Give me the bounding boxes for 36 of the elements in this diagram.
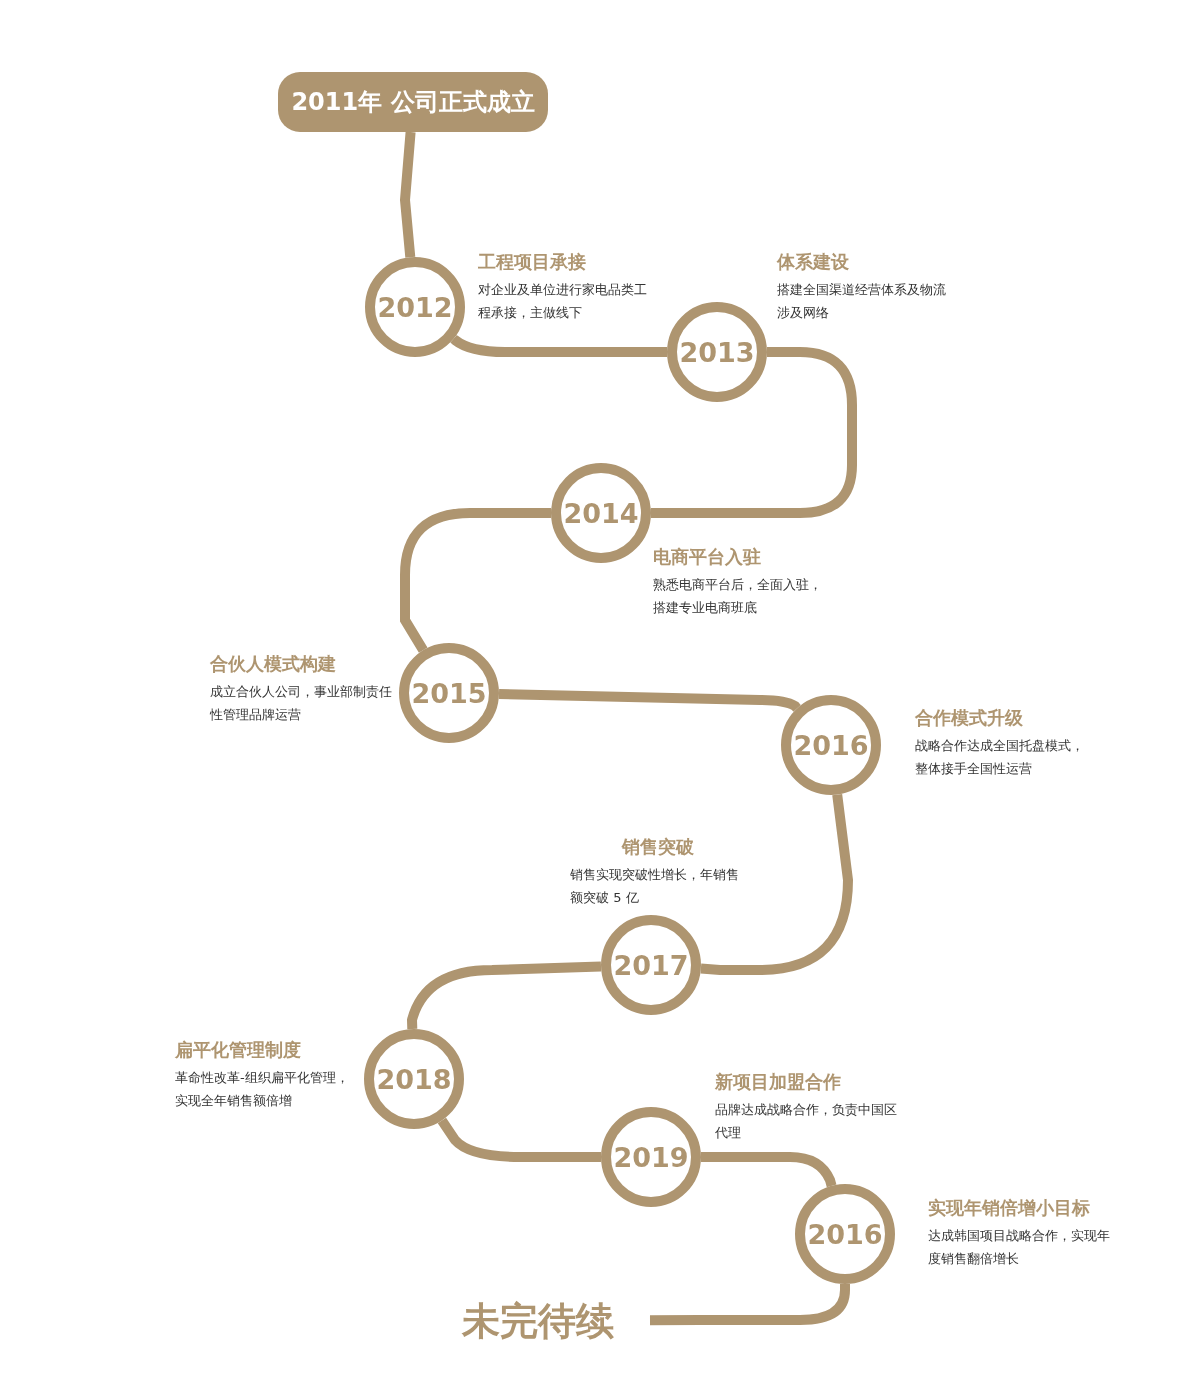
year-label: 2017 xyxy=(613,949,689,981)
road-connector xyxy=(651,347,857,518)
milestone-heading: 销售突破 xyxy=(620,835,695,859)
road-connector xyxy=(400,131,416,258)
milestone-description: 成立合伙人公司，事业部制责任性管理品牌运营 xyxy=(210,683,393,724)
year-label: 2016 xyxy=(807,1218,883,1250)
road-connector xyxy=(700,793,853,975)
milestone-heading: 工程项目承接 xyxy=(478,250,586,274)
milestone-heading: 新项目加盟合作 xyxy=(715,1070,841,1094)
year-label: 2015 xyxy=(411,677,487,709)
year-label: 2012 xyxy=(377,291,453,323)
year-label: 2016 xyxy=(793,729,869,761)
milestone-description: 搭建全国渠道经营体系及物流涉及网络 xyxy=(777,281,947,322)
milestone-heading: 电商平台入驻 xyxy=(653,545,761,569)
milestone-description: 熟悉电商平台后，全面入驻，搭建专业电商班底 xyxy=(653,576,823,617)
milestone-heading: 合伙人模式构建 xyxy=(210,652,336,676)
year-label: 2019 xyxy=(613,1141,689,1173)
milestone-description: 品牌达成战略合作，负责中国区代理 xyxy=(715,1101,898,1142)
year-label: 2014 xyxy=(563,497,639,529)
milestone-description: 革命性改革-组织扁平化管理，实现全年销售额倍增 xyxy=(175,1069,350,1110)
milestone-description: 销售实现突破性增长，年销售额突破 5 亿 xyxy=(570,866,740,907)
year-label: 2018 xyxy=(376,1063,452,1095)
milestone-description: 对企业及单位进行家电品类工程承接，主做线下 xyxy=(478,281,648,322)
milestone-heading: 扁平化管理制度 xyxy=(175,1038,301,1062)
end-label: 未完待续 xyxy=(462,1298,650,1344)
year-label: 2013 xyxy=(679,336,755,368)
milestone-heading: 实现年销倍增小目标 xyxy=(928,1196,1090,1220)
milestone-heading: 体系建设 xyxy=(777,250,849,274)
milestone-description: 达成韩国项目战略合作，实现年度销售翻倍增长 xyxy=(928,1227,1111,1268)
road-connector xyxy=(450,334,667,357)
road-connector xyxy=(498,689,801,712)
road-connector xyxy=(400,508,551,653)
milestone-heading: 合作模式升级 xyxy=(915,706,1023,730)
milestone-description: 战略合作达成全国托盘模式，整体接手全国性运营 xyxy=(915,737,1085,778)
start-banner xyxy=(278,72,548,132)
start-label: 2011年 公司正式成立 xyxy=(291,87,535,118)
